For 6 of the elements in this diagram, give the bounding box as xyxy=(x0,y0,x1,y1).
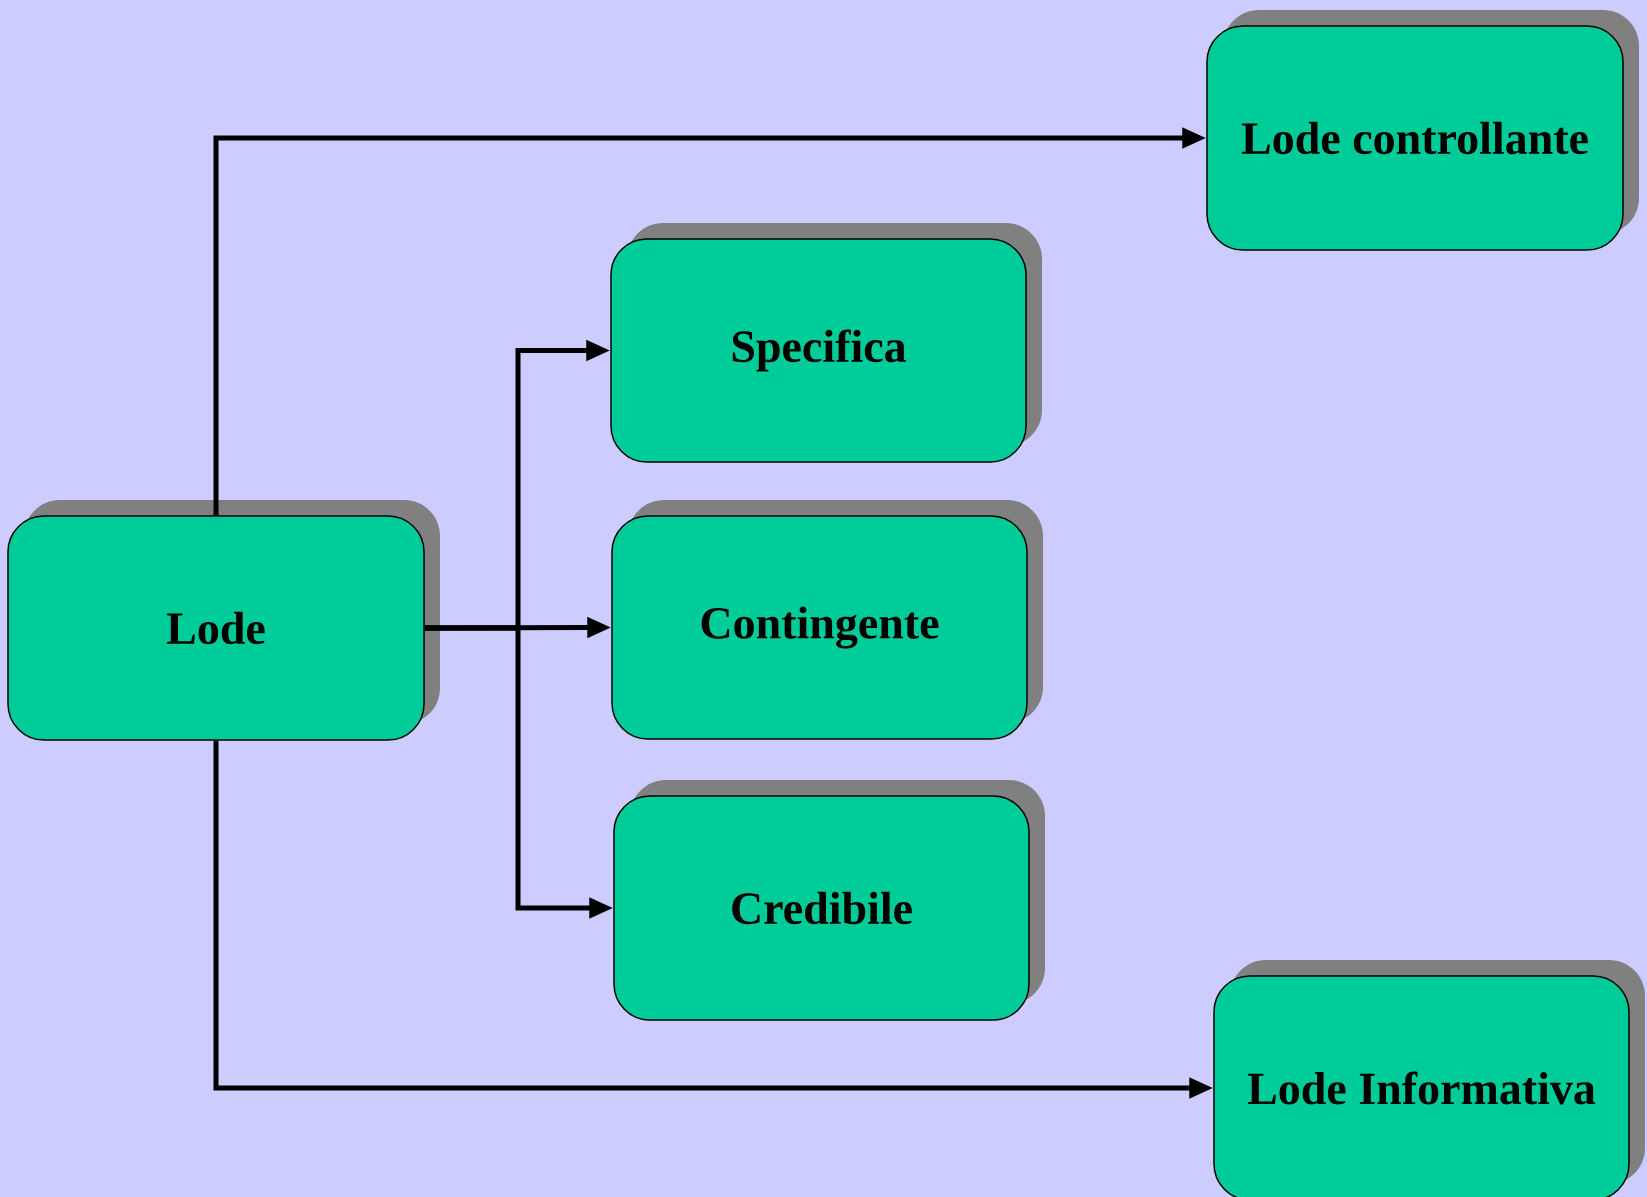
process-box: Contingente xyxy=(611,500,1043,740)
process-box: Lode Informativa xyxy=(1213,960,1645,1197)
process-box: Lode controllante xyxy=(1206,10,1639,251)
process-box: Credibile xyxy=(613,780,1045,1021)
process-box: Specifica xyxy=(610,223,1042,463)
process-box: Lode xyxy=(7,500,440,741)
